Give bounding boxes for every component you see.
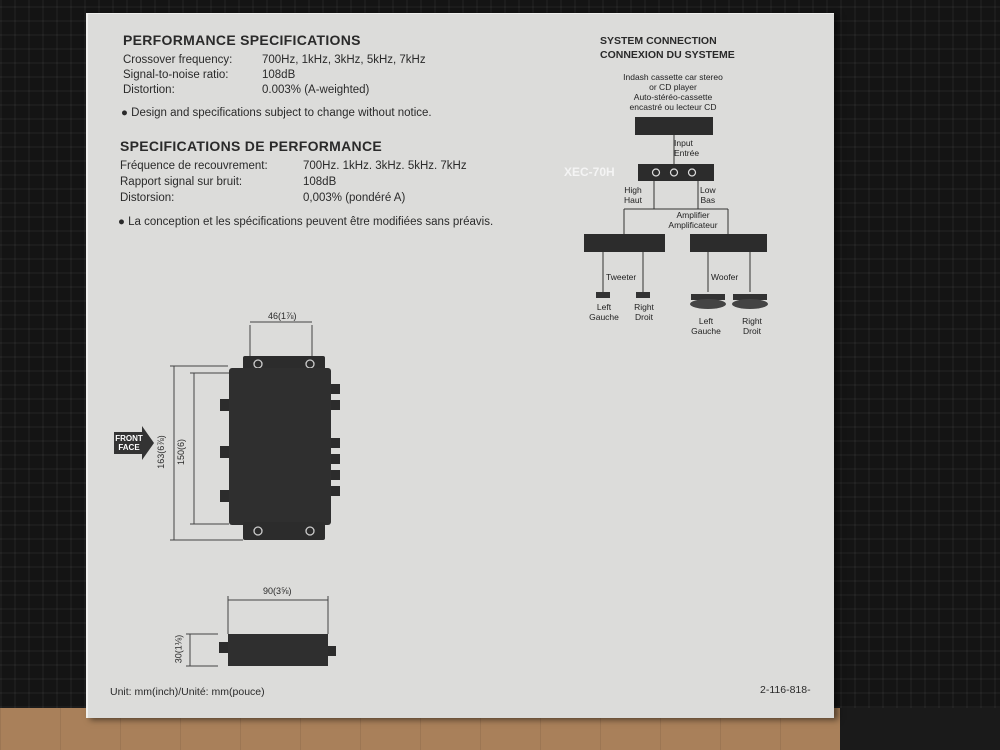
unit-note: Unit: mm(inch)/Unité: mm(pouce) <box>110 686 265 698</box>
amp-right <box>690 234 767 252</box>
system-connection-diagram <box>114 117 768 667</box>
tweeter-label: Tweeter <box>606 272 637 282</box>
head-unit-box <box>635 117 713 135</box>
xec70h-module <box>638 164 714 181</box>
spec-label: Fréquence de recouvrement: <box>120 160 268 172</box>
spec-value: 700Hz, 1kHz, 3kHz, 5kHz, 7kHz <box>262 54 426 66</box>
spec-label: Distortion: <box>123 84 175 96</box>
tweeter-right <box>636 292 650 298</box>
spec-label: Rapport signal sur bruit: <box>120 176 243 188</box>
spec-label: Crossover frequency: <box>123 54 233 66</box>
spec-value: 0,003% (pondéré A) <box>303 192 406 204</box>
perf-title-fr: SPECIFICATIONS DE PERFORMANCE <box>120 138 383 154</box>
system-title-en: SYSTEM CONNECTION <box>600 35 717 47</box>
front-face-arrow <box>114 426 154 460</box>
woofer-left <box>690 294 726 309</box>
spec-value: 700Hz. 1kHz. 3kHz. 5kHz. 7kHz <box>303 160 467 172</box>
note-en: ● Design and specifications subject to c… <box>121 107 432 119</box>
system-title-fr: CONNEXION DU SYSTEME <box>600 49 735 61</box>
spec-value: 108dB <box>262 69 296 81</box>
spec-label: Signal-to-noise ratio: <box>123 69 229 81</box>
amp-left <box>584 234 665 252</box>
woofer-label: Woofer <box>711 272 739 282</box>
model-label: XEC-70H <box>564 165 615 179</box>
spec-value: 0.003% (A-weighted) <box>262 84 370 96</box>
unit-side-view <box>228 634 328 666</box>
unit-top-view <box>229 368 331 525</box>
part-code: 2-116-818- <box>760 684 811 696</box>
spec-label: Distorsion: <box>120 192 175 204</box>
dim-width-top: 46(1⅞) <box>268 311 297 321</box>
woofer-right <box>732 294 768 309</box>
perf-title-en: PERFORMANCE SPECIFICATIONS <box>123 32 361 48</box>
dim-thickness: 30(1⅛) <box>173 634 184 664</box>
dim-depth: 90(3⅝) <box>263 586 292 596</box>
dim-height-inner: 150(6) <box>176 438 187 466</box>
spec-value: 108dB <box>303 176 337 188</box>
floor-shadow <box>840 708 1000 750</box>
dim-height-outer: 163(6⅞) <box>155 435 166 469</box>
tweeter-left <box>596 292 610 298</box>
product-box-back: PERFORMANCE SPECIFICATIONS Crossover fre… <box>86 13 834 718</box>
note-fr: ● La conception et les spécifications pe… <box>118 216 494 228</box>
